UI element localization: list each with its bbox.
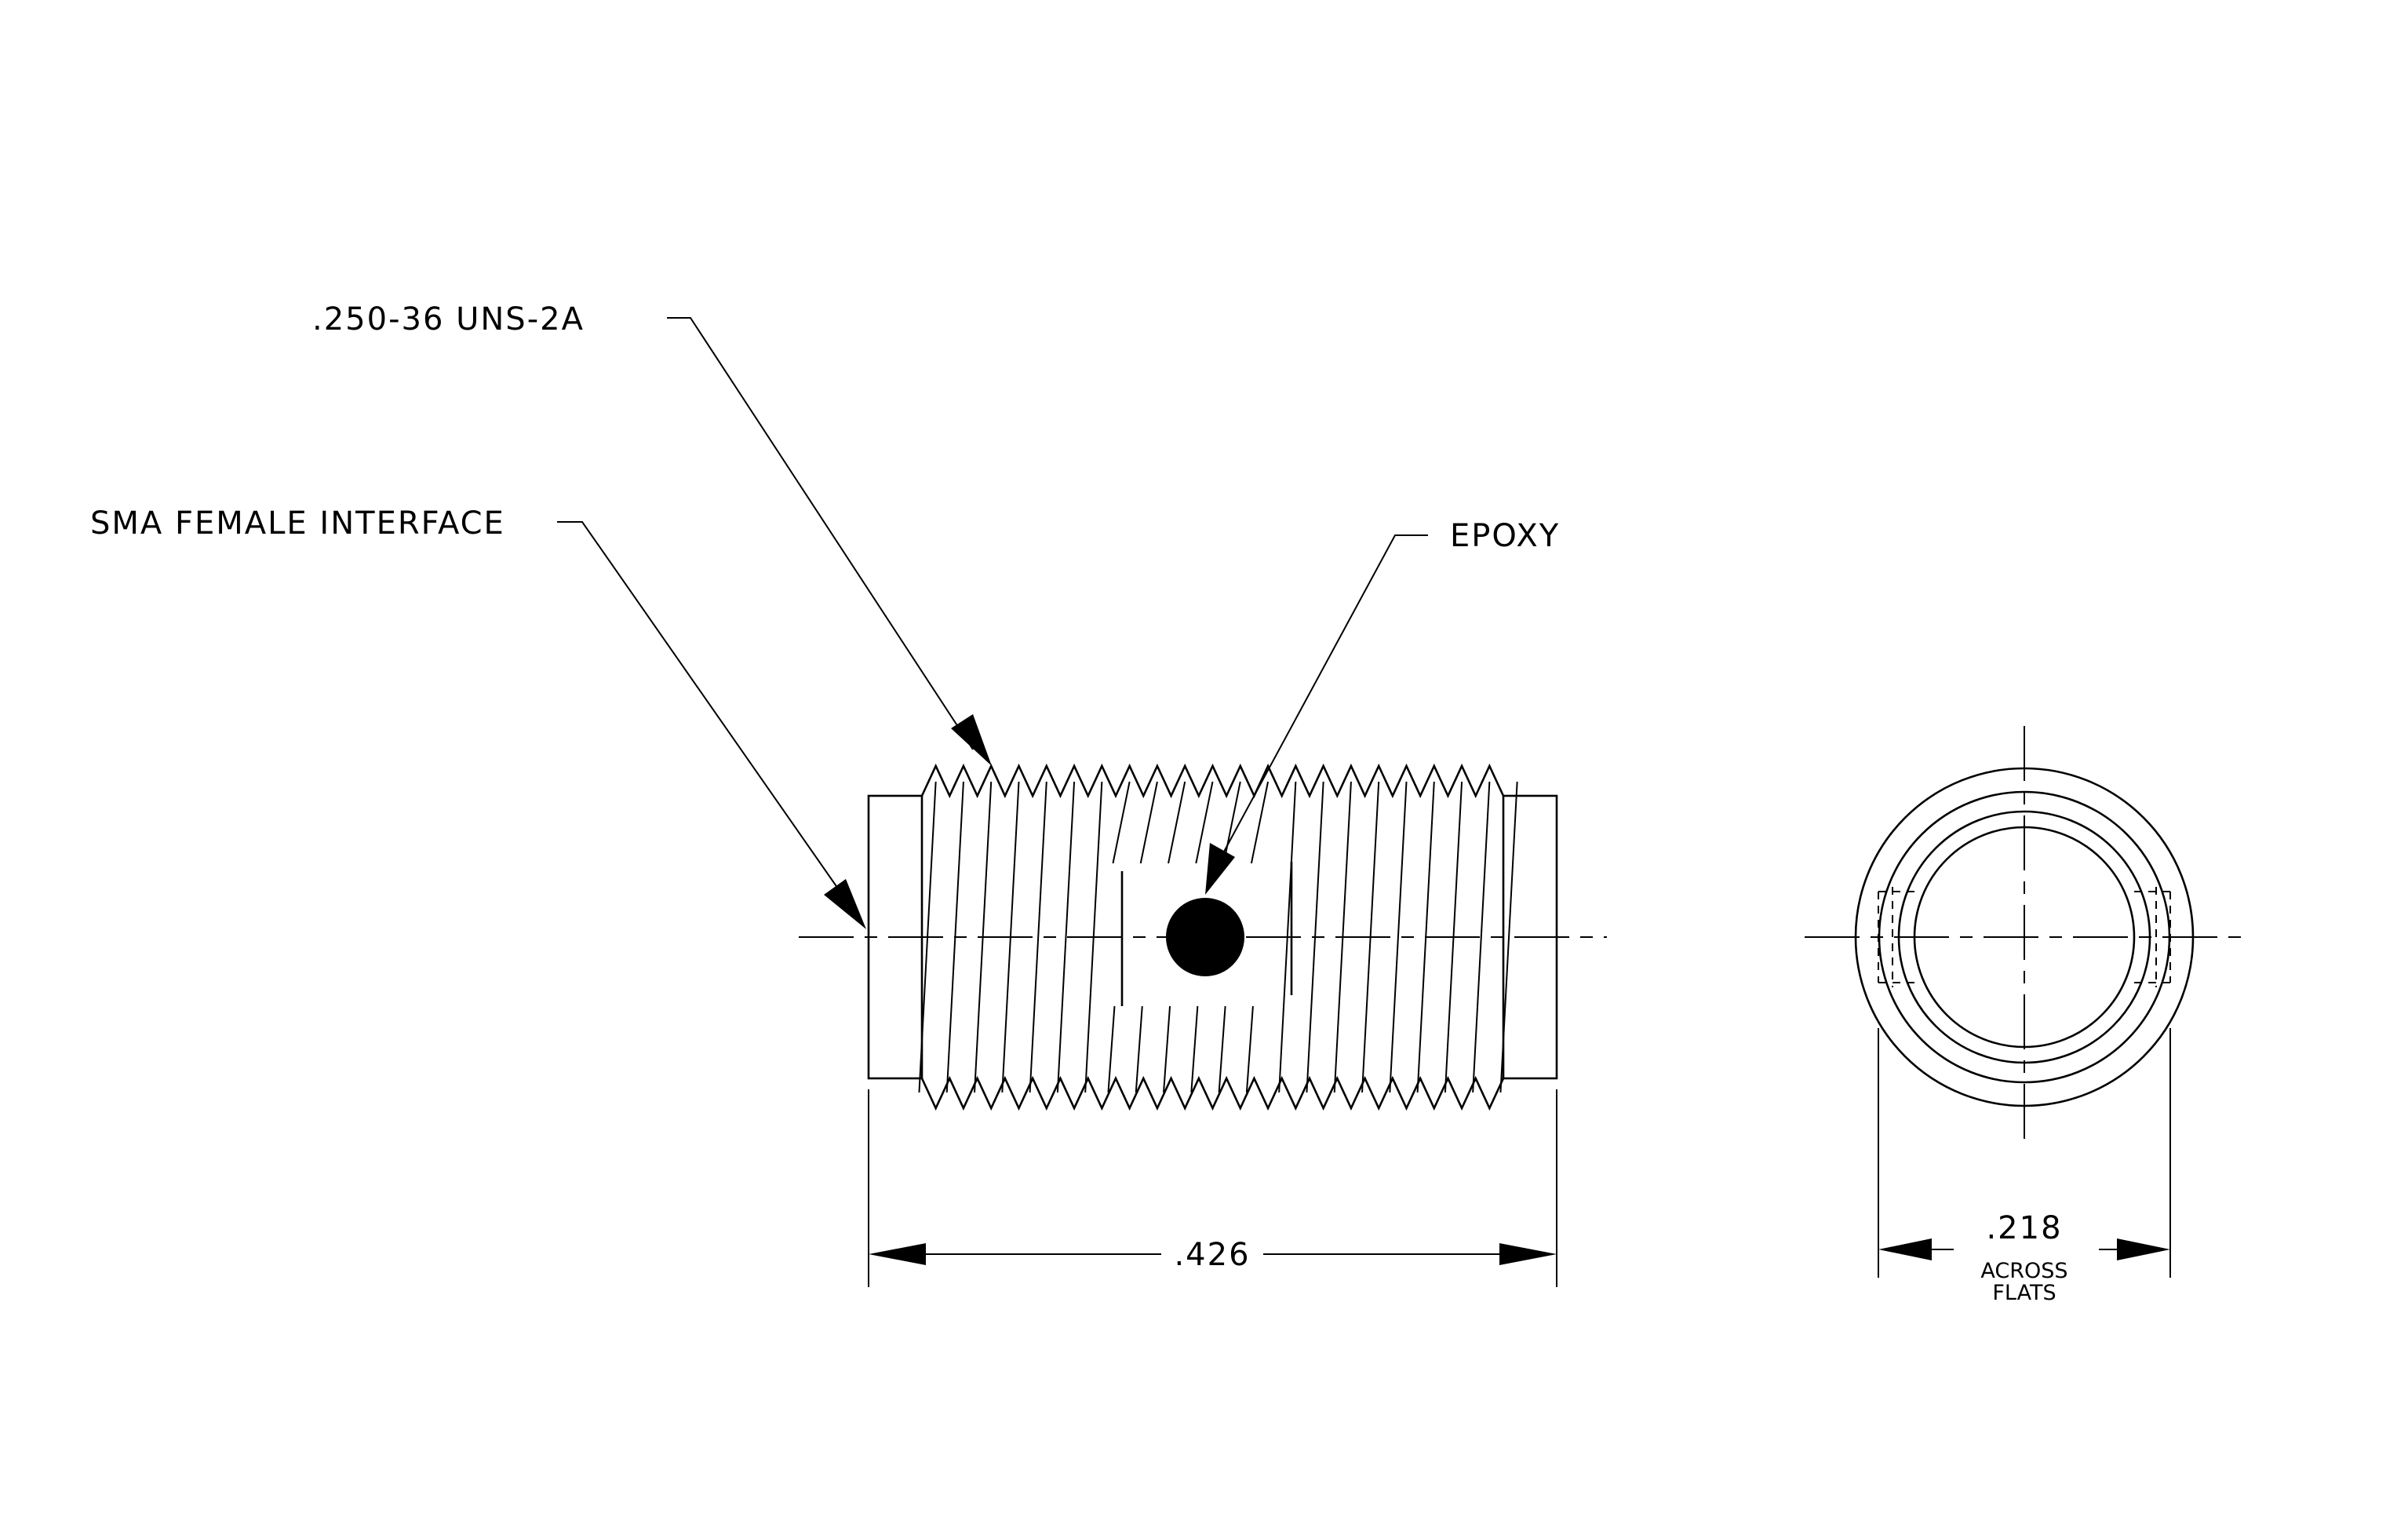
epoxy-window: [1120, 862, 1293, 1006]
thread-callout: .250-36 UNS-2A: [312, 301, 992, 766]
thread-helix-line: [1222, 781, 1241, 864]
thread-helix-line: [1245, 1005, 1254, 1093]
thread-helix-line: [1472, 781, 1491, 1093]
thread-helix-line: [1190, 1005, 1199, 1093]
interface-callout: SMA FEMALE INTERFACE: [90, 505, 866, 929]
epoxy-label: EPOXY: [1450, 518, 1560, 554]
thread-helix-line: [1112, 781, 1131, 864]
interface-label: SMA FEMALE INTERFACE: [90, 505, 505, 542]
af-line1: ACROSS: [1980, 1259, 2067, 1283]
interface-arrowhead: [824, 879, 866, 929]
thread-helix-line: [1139, 781, 1158, 864]
thread-arrowhead: [951, 714, 992, 766]
length-value: .426: [1174, 1237, 1250, 1273]
af-line2: FLATS: [1992, 1281, 2056, 1305]
across-flats-dimension: .218 ACROSS FLATS: [1878, 1028, 2171, 1305]
end-view: [1805, 726, 2244, 1150]
thread-helix-line: [1056, 781, 1076, 1093]
thread-helix-line: [1168, 781, 1186, 864]
length-arrow-right: [1499, 1243, 1557, 1265]
af-arrow-right: [2117, 1238, 2170, 1260]
thread-helix-line: [1029, 781, 1047, 1093]
length-dimension: .426: [868, 1089, 1557, 1287]
thread-bottom-crests: [920, 1075, 1505, 1111]
epoxy-callout: EPOXY: [1205, 518, 1560, 895]
thread-helix-line: [1163, 1005, 1171, 1093]
side-view: [799, 763, 1607, 1111]
thread-top-crests: [920, 763, 1505, 799]
thread-helix-line: [1250, 781, 1270, 864]
thread-helix-line: [1389, 781, 1408, 1093]
thread-helix-line: [1218, 1005, 1226, 1093]
af-arrow-left: [1878, 1238, 1932, 1260]
length-arrow-left: [869, 1243, 926, 1265]
thread-helix-line: [1195, 781, 1214, 864]
af-value: .218: [1986, 1210, 2062, 1246]
thread-helix-line: [1135, 1005, 1143, 1093]
thread-label: .250-36 UNS-2A: [312, 301, 585, 337]
thread-helix-line: [1499, 781, 1518, 1093]
epoxy-arrowhead: [1205, 843, 1235, 895]
thread-helix-line: [1107, 1005, 1116, 1093]
